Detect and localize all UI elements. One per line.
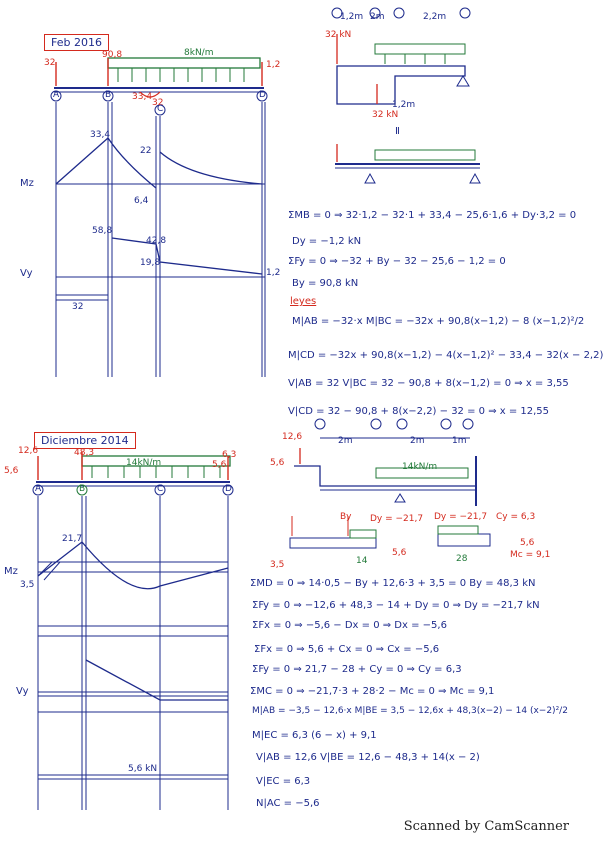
- top-eq-5: M|AB = −32·x M|BC = −32x + 90,8(x−1,2) −…: [292, 316, 585, 327]
- bottom-mz-value-2: 21,7: [62, 534, 83, 544]
- top-b-reaction: 90,8: [102, 50, 123, 60]
- top-eq-2: Dy = −1,2 kN: [292, 236, 362, 247]
- bottom-eq-1: ΣMD = 0 ⇒ 14·0,5 − By + 12,6·3 + 3,5 = 0…: [250, 578, 536, 589]
- bottom-load-label: 14kN/m: [126, 458, 162, 468]
- top-eq-6: M|CD = −32x + 90,8(x−1,2) − 4(x−1,2)² − …: [288, 350, 603, 361]
- section-title-top: Feb 2016: [44, 34, 109, 51]
- bottom-eq-5: ΣFy = 0 ⇒ 21,7 − 28 + Cy = 0 ⇒ Cy = 6,3: [252, 664, 462, 675]
- vy-value-2-top: 42,8: [146, 236, 167, 246]
- node-a-top: [50, 90, 62, 102]
- top-load-label: 8kN/m: [184, 48, 214, 58]
- top-eq-3: ΣFy = 0 ⇒ −32 + By − 32 − 25,6 − 1,2 = 0: [288, 256, 506, 267]
- bottom-eq-8: M|EC = 6,3 (6 − x) + 9,1: [252, 730, 377, 741]
- bottom-mz-label: Mz: [4, 566, 18, 577]
- mz-value-1-top: 33,4: [90, 130, 111, 140]
- top-eq-4: By = 90,8 kN: [292, 278, 359, 289]
- struct-span-2: 2m: [370, 12, 385, 22]
- top-eq-8: V|CD = 32 − 90,8 + 8(x−2,2) − 32 = 0 ⇒ x…: [288, 406, 550, 417]
- fbd-cx: 5,6: [520, 538, 535, 548]
- bottom-right-force-1: 6,3: [222, 450, 237, 460]
- bottom-eq-2: ΣFy = 0 ⇒ −12,6 + 48,3 − 14 + Dy = 0 ⇒ D…: [252, 600, 540, 611]
- bottom-struct-force-1: 12,6: [282, 432, 303, 442]
- bottom-left-force-2: 5,6: [4, 466, 19, 476]
- struct-load-1: 32 kN: [325, 30, 352, 40]
- node-label-d-top: D: [259, 90, 266, 100]
- bottom-b-reaction: 48,3: [74, 448, 95, 458]
- bottom-eq-6: ΣMC = 0 ⇒ −21,7·3 + 28·2 − Mc = 0 ⇒ Mc =…: [250, 686, 495, 697]
- bottom-span-1: 2m: [338, 436, 353, 446]
- fbd-14: 14: [356, 556, 368, 566]
- mz-value-3-top: 6,4: [134, 196, 149, 206]
- node-c-top: [154, 104, 166, 116]
- node-label-b-top: B: [105, 90, 112, 100]
- top-leyes: leyes: [290, 296, 317, 307]
- node-b-top: [102, 90, 114, 102]
- fbd-dx: 5,6: [392, 548, 407, 558]
- node-label-d-bottom: D: [225, 484, 232, 494]
- bottom-mz-value-1: 3,5: [20, 580, 35, 590]
- node-label-c-bottom: C: [157, 484, 164, 494]
- vy-value-5-top: 32: [72, 302, 84, 312]
- struct-span-3: 2,2m: [423, 12, 447, 22]
- scanner-watermark: Scanned by CamScanner: [403, 819, 569, 834]
- bottom-span-2: 2m: [410, 436, 425, 446]
- moment-arc: [139, 91, 161, 98]
- top-structure-sketch: Ⅱ: [331, 7, 481, 184]
- top-left-force: 32: [44, 58, 56, 68]
- svg-text:Ⅱ: Ⅱ: [395, 126, 400, 137]
- bottom-eq-9: V|AB = 12,6 V|BE = 12,6 − 48,3 + 14(x − …: [256, 752, 480, 763]
- bottom-left-force-1: 12,6: [18, 446, 39, 456]
- top-beam-diagram: [50, 57, 268, 377]
- node-label-c-top: C: [157, 104, 164, 114]
- bottom-vy-label: Vy: [16, 686, 29, 697]
- bottom-eq-10: V|EC = 6,3: [256, 776, 311, 787]
- fbd-28: 28: [456, 554, 468, 564]
- mz-curve-top: [55, 137, 263, 189]
- bottom-eq-11: N|AC = −5,6: [256, 798, 320, 809]
- top-moment: 33,4: [132, 92, 153, 102]
- vy-curve-top: [111, 237, 263, 275]
- fbd-dy-1: Dy = −21,7: [370, 514, 424, 524]
- bottom-span-3: 1m: [452, 436, 467, 446]
- bottom-right-force-2: 5,6: [212, 460, 227, 470]
- bottom-eq-7: M|AB = −3,5 − 12,6·x M|BE = 3,5 − 12,6x …: [252, 706, 568, 716]
- fbd-mc: Mc = 9,1: [510, 550, 551, 560]
- mz-label-top: Mz: [20, 178, 34, 189]
- vy-value-1-top: 58,8: [92, 226, 113, 236]
- bottom-struct-load: 14kN/m: [402, 462, 438, 472]
- bottom-beam-diagram: [32, 452, 234, 810]
- mz-value-2-top: 22: [140, 146, 152, 156]
- fbd-by: By: [340, 512, 352, 522]
- top-d-reaction: 1,2: [266, 60, 281, 70]
- node-label-a-top: A: [53, 90, 60, 100]
- bottom-normal-label: 5,6 kN: [128, 764, 158, 774]
- struct-load-3: 32 kN: [372, 110, 399, 120]
- node-d-top: [256, 90, 268, 102]
- top-eq-1: ΣMB = 0 ⇒ 32·1,2 − 32·1 + 33,4 − 25,6·1,…: [288, 210, 577, 221]
- distributed-load: [107, 57, 261, 69]
- node-label-a-bottom: A: [35, 484, 42, 494]
- bottom-eq-4: ΣFx = 0 ⇒ 5,6 + Cx = 0 ⇒ Cx = −5,6: [254, 644, 440, 655]
- vy-value-3-top: 19,8: [140, 258, 161, 268]
- node-label-b-bottom: B: [79, 484, 86, 494]
- top-c-force: 32: [152, 98, 164, 108]
- fbd-cy: Cy = 6,3: [496, 512, 536, 522]
- top-eq-7: V|AB = 32 V|BC = 32 − 90,8 + 8(x−1,2) = …: [288, 378, 569, 389]
- bottom-eq-3: ΣFx = 0 ⇒ −5,6 − Dx = 0 ⇒ Dx = −5,6: [252, 620, 447, 631]
- vy-value-4-top: 1,2: [266, 268, 281, 278]
- struct-span-1: 1,2m: [340, 12, 364, 22]
- fbd-35: 3,5: [270, 560, 285, 570]
- bottom-struct-force-2: 5,6: [270, 458, 285, 468]
- vy-label-top: Vy: [20, 268, 33, 279]
- bottom-structure-sketch: [289, 418, 491, 549]
- section-title-bottom: Diciembre 2014: [34, 432, 136, 449]
- fbd-dy-2: Dy = −21,7: [434, 512, 488, 522]
- struct-load-2: 1,2m: [392, 100, 416, 110]
